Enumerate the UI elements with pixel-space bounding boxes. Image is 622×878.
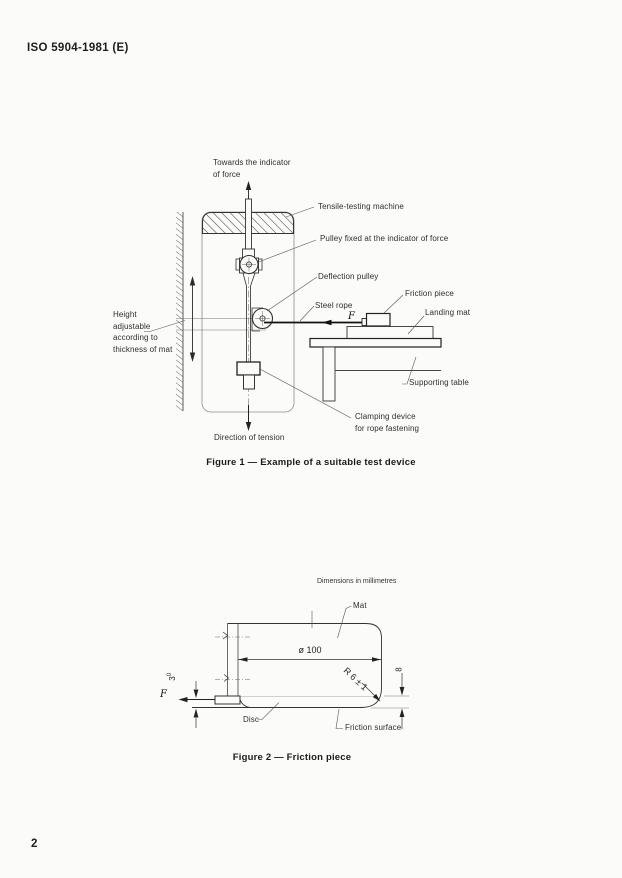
force-symbol-fig1: F bbox=[348, 311, 355, 322]
fig1-force-arrow bbox=[322, 319, 332, 326]
figure1-caption: Figure 1 — Example of a suitable test de… bbox=[206, 457, 416, 468]
fig1-upper-pulley bbox=[235, 254, 263, 287]
dimension-height: 8 bbox=[394, 667, 404, 672]
dimension-offset: 30 bbox=[167, 672, 177, 681]
fig1-landing-mat bbox=[346, 326, 434, 339]
label-clamping-device: Clamping device for rope fastening bbox=[355, 412, 420, 433]
fig1-deflection-pulley bbox=[251, 307, 274, 332]
fig1-height-arrow bbox=[189, 276, 196, 362]
label-landing-mat: Landing mat bbox=[425, 308, 471, 317]
fig1-leader-lines bbox=[144, 206, 425, 419]
label-steel-rope: Steel rope bbox=[315, 301, 353, 310]
dimensions-note: Dimensions in millimetres bbox=[317, 578, 397, 585]
label-friction-surface: Friction surface bbox=[345, 723, 402, 732]
label-disc: Disc bbox=[243, 715, 259, 724]
dimension-diameter: ø 100 bbox=[298, 645, 322, 655]
label-direction-of-tension: Direction of tension bbox=[214, 433, 285, 442]
label-pulley-fixed: Pulley fixed at the indicator of force bbox=[320, 234, 449, 243]
label-towards-indicator: Towards the indicator of force bbox=[213, 158, 291, 179]
fig2-outline bbox=[192, 623, 382, 708]
fig1-indicator-arrow bbox=[245, 181, 252, 199]
fig1-clamping-device bbox=[236, 361, 261, 390]
page-number: 2 bbox=[31, 838, 38, 850]
fig1-direction-arrow bbox=[245, 405, 252, 431]
fig2-force-arrow bbox=[178, 697, 215, 703]
label-friction-piece: Friction piece bbox=[405, 289, 454, 298]
fig2-height-dimension bbox=[371, 673, 409, 729]
force-symbol-fig2: F bbox=[160, 689, 167, 700]
fig1-supporting-table bbox=[309, 337, 442, 402]
label-supporting-table: Supporting table bbox=[409, 378, 469, 387]
label-tensile-testing-machine: Tensile-testing machine bbox=[318, 202, 404, 211]
fig2-radius-dimension bbox=[361, 682, 381, 702]
label-deflection-pulley: Deflection pulley bbox=[318, 272, 379, 281]
fig2-offset-dimension bbox=[193, 681, 199, 728]
fig1-rope-vertical bbox=[246, 286, 251, 362]
fig1-wall bbox=[176, 212, 184, 411]
label-height-adjustable: Height adjustable according to thickness… bbox=[113, 310, 173, 354]
fig2-leader-lines bbox=[257, 605, 352, 729]
label-mat: Mat bbox=[353, 601, 367, 610]
figure2-caption: Figure 2 — Friction piece bbox=[232, 752, 352, 763]
standard-reference: ISO 5904-1981 (E) bbox=[27, 42, 129, 54]
fig2-diameter-dimension bbox=[238, 611, 382, 662]
fig2-foot bbox=[214, 695, 241, 705]
fig1-friction-piece bbox=[361, 312, 391, 327]
